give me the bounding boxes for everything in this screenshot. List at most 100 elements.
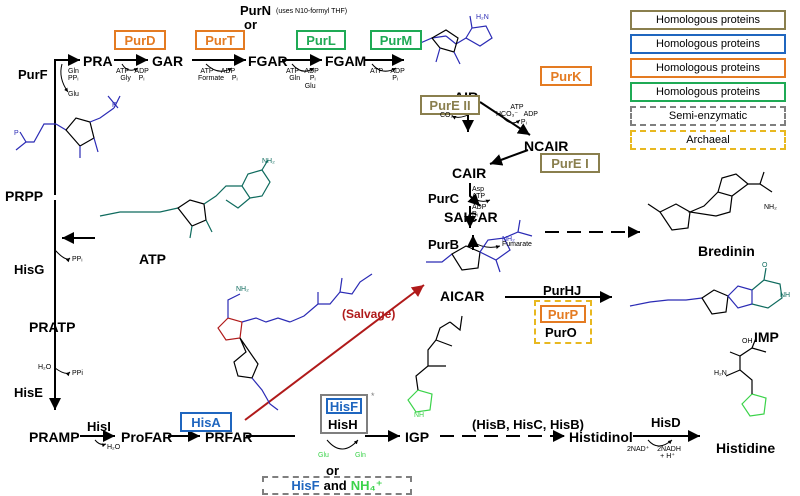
metabolite-pra: PRA (83, 53, 113, 69)
enzyme-hish: HisH (328, 417, 358, 432)
metabolite-histidine: Histidine (716, 440, 776, 456)
cofactor-hisd: 2NAD⁺ 2NADH + H⁺ (627, 446, 681, 461)
asterisk: * (371, 391, 375, 401)
arrow-purf (54, 54, 80, 195)
metabolite-imp: IMP (754, 329, 779, 345)
enzyme-purm-box: PurM (370, 30, 422, 50)
prfar-structure (217, 273, 373, 411)
metabolite-igp: IGP (405, 429, 430, 445)
atom-prpp-p: P (14, 130, 19, 137)
cofactor-pure2: CO₂ (440, 112, 454, 119)
enzyme-hisg: HisG (14, 262, 45, 277)
atom-prfar-nh2: NH₂ (236, 286, 249, 293)
cofactor-purb: Fumarate (502, 241, 532, 248)
legend-item: Semi-enzymatic (630, 106, 786, 126)
legend-item: Homologous proteins (630, 10, 786, 30)
metabolite-histidinol: Histidinol (569, 429, 633, 445)
bredinin-structure (647, 171, 773, 231)
enzyme-purb: PurB (428, 237, 460, 252)
archaeal-group-box (534, 300, 592, 344)
legend-item: Archaeal (630, 130, 786, 150)
cofactor-hisi: H₂O (107, 444, 121, 451)
nh4-label: NH₄⁺ (350, 477, 383, 493)
enzyme-purn-note: (uses N10-formyl THF) (276, 8, 348, 15)
metabolite-pramp: PRAMP (29, 429, 80, 445)
metabolite-fgam: FGAM (325, 53, 367, 69)
arrow-salvage (244, 284, 425, 421)
metabolite-atp: ATP (139, 251, 166, 267)
salvage-label: (Salvage) (342, 307, 396, 321)
enzyme-puro: PurO (545, 325, 577, 340)
enzyme-hisf-box: HisF (326, 398, 362, 414)
metabolite-pratp: PRATP (29, 319, 76, 335)
enzyme-or-purn: or (244, 17, 257, 32)
imp-structure (629, 267, 783, 315)
igp-structure (407, 315, 463, 413)
atom-aicar-nh2: NH₂ (502, 236, 515, 243)
enzyme-pure2-box: PurE II (420, 95, 480, 115)
enzyme-purt-box: PurT (195, 30, 245, 50)
atom-histidine-oh: OH (742, 338, 753, 345)
atom-bredinin-nh2: NH₂ (764, 204, 777, 211)
metabolite-prpp: PRPP (5, 188, 44, 204)
metabolite-aicar: AICAR (440, 288, 485, 304)
cofactor-hise-water: H₂O (38, 364, 52, 371)
prpp-structure (15, 95, 121, 158)
enzyme-purf: PurF (18, 67, 48, 82)
cofactor-hish-glu: Glu (318, 452, 329, 459)
metabolite-cair: CAIR (452, 165, 487, 181)
enzyme-purk-box: PurK (540, 66, 592, 86)
enzyme-his-bcb: (HisB, HisC, HisB) (472, 417, 584, 432)
or-label: or (326, 463, 339, 478)
cofactor-purm: ATP ADP Pᵢ (370, 68, 405, 83)
enzyme-purhj: PurHJ (543, 283, 582, 298)
metabolite-gar: GAR (152, 53, 184, 69)
histidine-structure (725, 337, 767, 417)
legend-item: Homologous proteins (630, 34, 786, 54)
enzyme-purp-box: PurP (540, 305, 586, 323)
legend-item: Homologous proteins (630, 58, 786, 78)
atom-imp-o: O (762, 262, 768, 269)
enzyme-hise: HisE (14, 385, 43, 400)
metabolite-ncair: NCAIR (524, 138, 569, 154)
semi-enzymatic-box: HisF and NH₄⁺ (262, 476, 412, 495)
cofactor-hisg: PPᵢ (72, 256, 83, 263)
metabolite-fgar: FGAR (248, 53, 288, 69)
atom-igp-nh: NH (414, 412, 425, 419)
metabolite-bredinin: Bredinin (698, 243, 755, 259)
legend-item: Homologous proteins (630, 82, 786, 102)
hisfh-complex-box (320, 394, 368, 434)
atom-air-nh2: H₂N (476, 14, 489, 21)
enzyme-purd-box: PurD (114, 30, 166, 50)
atom-prpp-p2: P (112, 102, 117, 109)
atom-histidine-h2n: H₂N (714, 370, 727, 377)
and-label: and (323, 478, 347, 493)
metabolite-saicar: SAICAR (444, 209, 498, 225)
enzyme-hisd: HisD (651, 415, 681, 430)
enzyme-hisa-box: HisA (180, 412, 232, 432)
enzyme-pure1-box: PurE I (540, 153, 600, 173)
enzyme-purc: PurC (428, 191, 460, 206)
atp-structure (99, 159, 271, 239)
enzyme-hisi: HisI (87, 419, 111, 434)
enzyme-purl-box: PurL (296, 30, 346, 50)
atom-imp-nh: NH (780, 292, 791, 299)
metabolite-profar: ProFAR (121, 429, 173, 445)
arrow-pure1 (489, 149, 529, 166)
metabolite-prfar: PRFAR (205, 429, 253, 445)
enzyme-hisf-alt: HisF (291, 478, 320, 493)
atom-atp-nh2: NH₂ (262, 158, 275, 165)
enzyme-purn: PurN (240, 3, 272, 18)
arrow-purk (479, 101, 531, 136)
aicar-structure (426, 219, 533, 273)
cofactor-hise-ppi: PPi (72, 370, 83, 377)
cofactor-hish-gln: Gln (355, 452, 366, 459)
